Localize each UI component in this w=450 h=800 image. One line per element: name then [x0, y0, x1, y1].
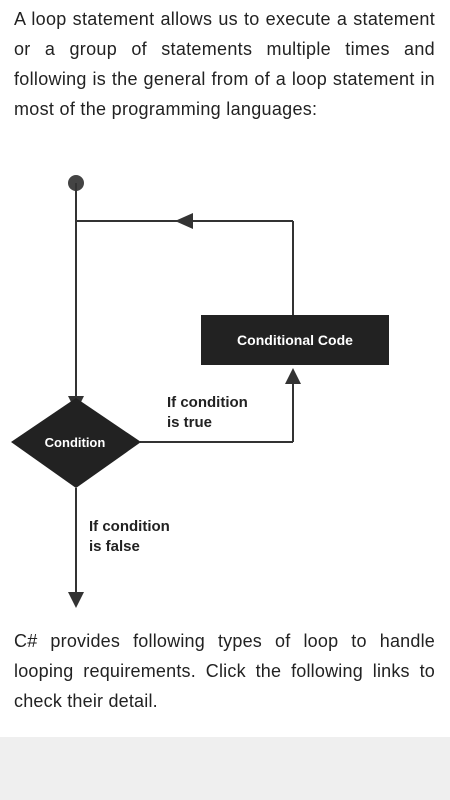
- conditional-code-label: Conditional Code: [237, 332, 353, 348]
- false-label-line2: is false: [89, 538, 140, 555]
- true-label-line1: If condition: [167, 394, 248, 411]
- condition-diamond: [11, 398, 141, 488]
- outro-paragraph: C# provides following types of loop to h…: [14, 631, 435, 711]
- arrow-to-conditional-code: [285, 368, 301, 384]
- condition-label: Condition: [45, 435, 106, 450]
- intro-paragraph: A loop statement allows us to execute a …: [14, 9, 435, 119]
- true-label-line2: is true: [167, 414, 212, 431]
- arrow-exit: [68, 592, 84, 608]
- conditional-code-box: [201, 315, 389, 365]
- footer-bar: [0, 737, 450, 800]
- false-label-line1: If condition: [89, 518, 170, 535]
- arrow-loop-back: [175, 213, 193, 229]
- loop-flowchart: Conditional Code Condition If condition …: [11, 175, 389, 608]
